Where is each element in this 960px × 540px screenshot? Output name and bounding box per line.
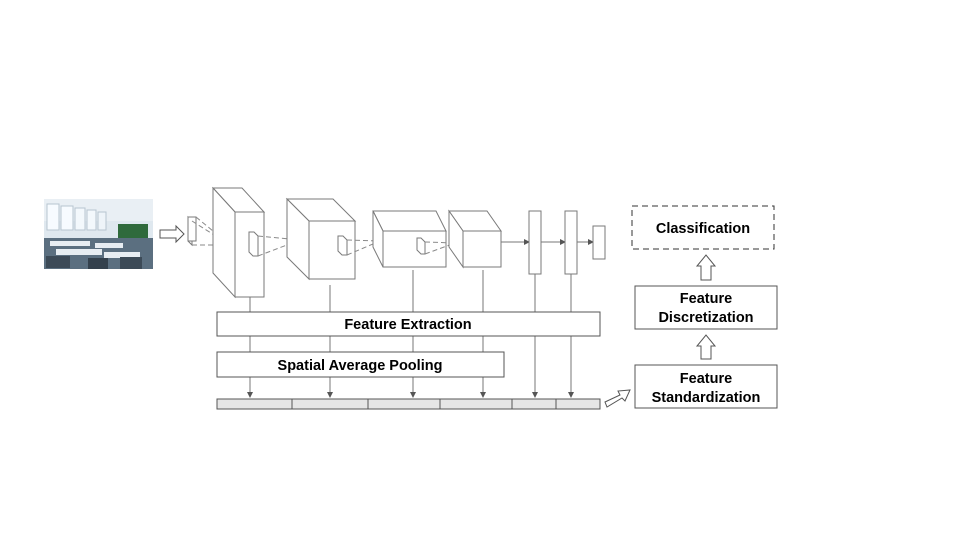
standardization-to-discretization-arrow: [695, 334, 717, 360]
spatial-average-pooling-box: Spatial Average Pooling: [216, 351, 505, 378]
feature-discretization-box: Feature Discretization: [634, 285, 778, 330]
conv-block-1: [211, 186, 266, 299]
conv-block-3: [372, 210, 447, 268]
cnn-layers: [187, 186, 606, 299]
spatial-average-pooling-label: Spatial Average Pooling: [278, 358, 443, 374]
feature-standardization-label-line2: Standardization: [652, 390, 761, 406]
feature-standardization-label-line1: Feature: [680, 371, 732, 387]
conv-block-4: [448, 209, 502, 269]
fc-layer-2: [564, 210, 578, 275]
fc-layer-1: [528, 210, 542, 275]
input-arrow: [159, 224, 185, 244]
vector-to-standardization-arrow: [604, 389, 631, 408]
feature-extraction-box: Feature Extraction: [216, 311, 601, 337]
feature-vector: [216, 398, 601, 410]
feature-discretization-label-line2: Discretization: [658, 310, 753, 326]
classification-box: Classification: [631, 205, 775, 250]
feature-standardization-box: Feature Standardization: [634, 364, 778, 409]
fc-output-layer: [592, 225, 606, 260]
feature-extraction-label: Feature Extraction: [344, 317, 471, 333]
conv-block-2: [285, 197, 357, 281]
discretization-to-classification-arrow: [695, 254, 717, 281]
feature-discretization-label-line1: Feature: [680, 291, 732, 307]
input-image: [44, 199, 153, 269]
classification-label: Classification: [656, 221, 750, 237]
